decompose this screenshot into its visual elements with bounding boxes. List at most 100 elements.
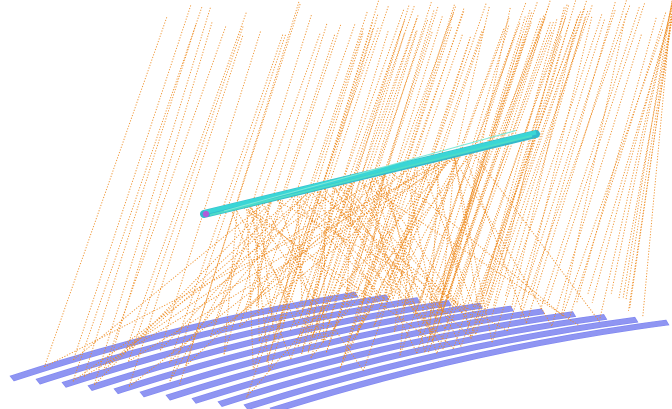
ray-line	[126, 12, 247, 349]
ray-line	[127, 26, 244, 362]
ray-line	[256, 24, 356, 307]
ray-line	[185, 167, 393, 367]
ray-line	[439, 9, 531, 304]
ray-line	[169, 198, 274, 382]
ray-line	[72, 175, 358, 382]
mirror-row	[113, 302, 483, 395]
ray-line	[245, 24, 342, 313]
ray-line	[307, 180, 335, 353]
ray-line	[427, 39, 526, 327]
receiver-tube-highlight	[209, 135, 533, 216]
ray-line	[428, 158, 440, 340]
ray-line	[325, 167, 394, 353]
ray-line	[246, 151, 458, 398]
ray-line	[266, 28, 374, 363]
ray-line	[282, 6, 389, 324]
ray-line	[442, 0, 551, 350]
ray-line	[492, 7, 565, 308]
ray-line	[587, 13, 672, 294]
ray-line	[128, 153, 464, 362]
ray-line	[386, 39, 471, 302]
ray-line	[629, 15, 672, 310]
ray-line	[477, 36, 562, 307]
ray-line	[336, 183, 444, 350]
ray-line	[392, 26, 486, 299]
ray-line	[551, 34, 642, 327]
ray-line	[94, 198, 275, 386]
ray-line	[270, 196, 508, 332]
ray-line	[297, 30, 401, 347]
ray-line	[294, 192, 454, 349]
ray-line	[168, 186, 319, 364]
ray-line	[342, 26, 452, 360]
receiver-end-cap	[202, 210, 210, 218]
ray-line	[575, 17, 657, 304]
ray-line	[168, 34, 284, 364]
receiver-tube	[200, 130, 540, 218]
ray-line	[399, 163, 419, 356]
ray-line	[421, 25, 510, 311]
ray-line	[568, 12, 667, 321]
ray-line	[434, 16, 526, 318]
ray-line	[256, 201, 260, 342]
ray-line	[430, 18, 546, 306]
ray-line	[239, 34, 335, 327]
ray-line	[399, 2, 527, 356]
ray-line	[93, 7, 211, 385]
ray-line	[440, 5, 549, 315]
ray-line	[260, 199, 319, 300]
ray-line	[296, 191, 304, 313]
ray-line	[309, 187, 383, 304]
ray-line	[258, 11, 368, 342]
mirror-row	[217, 314, 608, 407]
ray-line	[290, 5, 415, 359]
ray-line	[279, 190, 303, 328]
ray-line	[642, 2, 672, 318]
ray-line	[618, 16, 672, 299]
ray-line	[159, 31, 261, 351]
ray-line	[346, 4, 455, 344]
ray-line	[103, 26, 227, 371]
ray-line	[185, 1, 300, 366]
ray-line	[519, 5, 631, 320]
ray-line	[215, 33, 321, 325]
ray-line	[625, 15, 672, 300]
ray-line	[525, 0, 627, 324]
ray-line	[159, 186, 314, 351]
ray-line	[393, 163, 417, 332]
ray-line	[317, 18, 418, 300]
ray-line	[362, 31, 483, 371]
ray-line	[310, 19, 429, 358]
ray-line	[361, 13, 454, 304]
ray-line	[73, 199, 270, 361]
ray-line	[421, 6, 490, 300]
ray-line	[504, 17, 586, 298]
ray-line	[372, 173, 477, 335]
mirror-row	[191, 311, 577, 404]
ray-line	[339, 11, 465, 369]
mirror-row	[269, 319, 670, 409]
ray-line	[475, 8, 586, 335]
ray-line	[309, 186, 483, 325]
ray-line	[243, 202, 357, 297]
ray-line	[491, 10, 589, 317]
ray-line	[278, 33, 364, 308]
ray-line	[461, 17, 566, 313]
ray-line	[521, 9, 616, 300]
ray-line	[314, 188, 471, 338]
ray-line	[108, 190, 300, 365]
ray-line	[436, 32, 553, 354]
ray-line	[314, 31, 417, 338]
ray-line	[334, 32, 433, 328]
ray-line	[179, 3, 301, 385]
ray-line	[246, 27, 379, 398]
ray-line	[268, 14, 379, 372]
ray-line	[417, 29, 517, 338]
ray-line	[453, 154, 479, 307]
ray-line	[510, 19, 578, 309]
ray-line	[335, 160, 434, 328]
ray-line	[307, 33, 405, 353]
ray-line	[277, 198, 324, 343]
